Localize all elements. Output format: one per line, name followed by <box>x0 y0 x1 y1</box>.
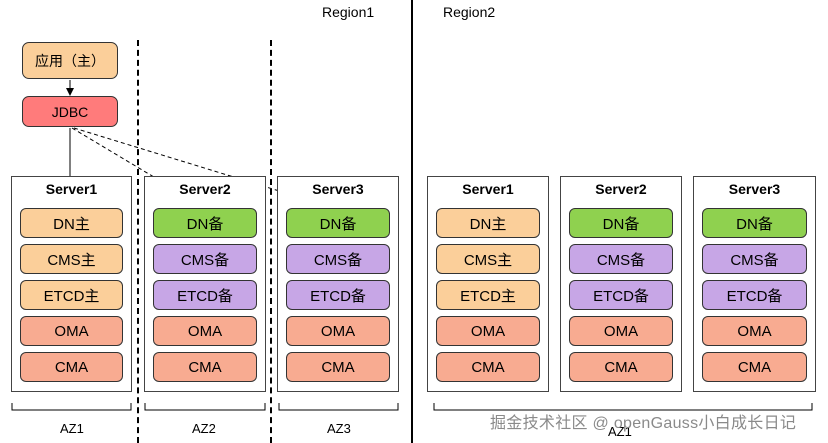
region1-server2: Server2 DN备 CMS备 ETCD备 OMA CMA <box>144 176 266 392</box>
cms-standby: CMS备 <box>702 244 807 274</box>
oma-agent: OMA <box>569 316 673 346</box>
az1-bracket <box>11 403 132 411</box>
oma-agent: OMA <box>20 316 123 346</box>
region2-server3: Server3 DN备 CMS备 ETCD备 OMA CMA <box>693 176 816 392</box>
oma-agent: OMA <box>702 316 807 346</box>
etcd-standby: ETCD备 <box>702 280 807 310</box>
cma-agent: CMA <box>286 352 390 382</box>
etcd-standby: ETCD备 <box>569 280 673 310</box>
az1-label: AZ1 <box>60 421 84 436</box>
cma-agent: CMA <box>153 352 257 382</box>
cms-standby: CMS备 <box>569 244 673 274</box>
server-title: Server3 <box>728 181 781 197</box>
az-divider-1 <box>137 40 139 443</box>
cma-agent: CMA <box>702 352 807 382</box>
cms-standby: CMS备 <box>153 244 257 274</box>
application-main-box: 应用（主） <box>22 42 118 79</box>
region2-server1: Server1 DN主 CMS主 ETCD主 OMA CMA <box>427 176 549 392</box>
jdbc-box: JDBC <box>22 96 118 127</box>
dn-standby: DN备 <box>702 208 807 238</box>
cms-primary: CMS主 <box>436 244 540 274</box>
dn-primary: DN主 <box>20 208 123 238</box>
region2-label: Region2 <box>443 4 496 20</box>
oma-agent: OMA <box>286 316 390 346</box>
etcd-standby: ETCD备 <box>153 280 257 310</box>
dn-standby: DN备 <box>153 208 257 238</box>
cms-standby: CMS备 <box>286 244 390 274</box>
etcd-primary: ETCD主 <box>20 280 123 310</box>
az3-label: AZ3 <box>327 421 351 436</box>
etcd-standby: ETCD备 <box>286 280 390 310</box>
az2-bracket <box>144 403 266 411</box>
oma-agent: OMA <box>153 316 257 346</box>
server-title: Server1 <box>462 181 514 197</box>
region2-az1-label: AZ1 <box>608 424 632 439</box>
server-title: Server2 <box>595 181 647 197</box>
server-title: Server3 <box>312 181 364 197</box>
cms-primary: CMS主 <box>20 244 123 274</box>
watermark: 掘金技术社区 @ openGauss小白成长日记 <box>490 415 797 432</box>
az-divider-2 <box>270 40 272 443</box>
oma-agent: OMA <box>436 316 540 346</box>
server-title: Server2 <box>179 181 231 197</box>
region2-server2: Server2 DN备 CMS备 ETCD备 OMA CMA <box>560 176 682 392</box>
cma-agent: CMA <box>20 352 123 382</box>
region1-label: Region1 <box>322 4 375 20</box>
etcd-primary: ETCD主 <box>436 280 540 310</box>
cma-agent: CMA <box>436 352 540 382</box>
az2-label: AZ2 <box>192 421 216 436</box>
region1-server3: Server3 DN备 CMS备 ETCD备 OMA CMA <box>277 176 399 392</box>
cma-agent: CMA <box>569 352 673 382</box>
dn-standby: DN备 <box>569 208 673 238</box>
dn-standby: DN备 <box>286 208 390 238</box>
server-title: Server1 <box>45 181 98 197</box>
dn-primary: DN主 <box>436 208 540 238</box>
region-divider <box>411 0 413 443</box>
az3-bracket <box>278 403 399 411</box>
region1-server1: Server1 DN主 CMS主 ETCD主 OMA CMA <box>11 176 132 392</box>
